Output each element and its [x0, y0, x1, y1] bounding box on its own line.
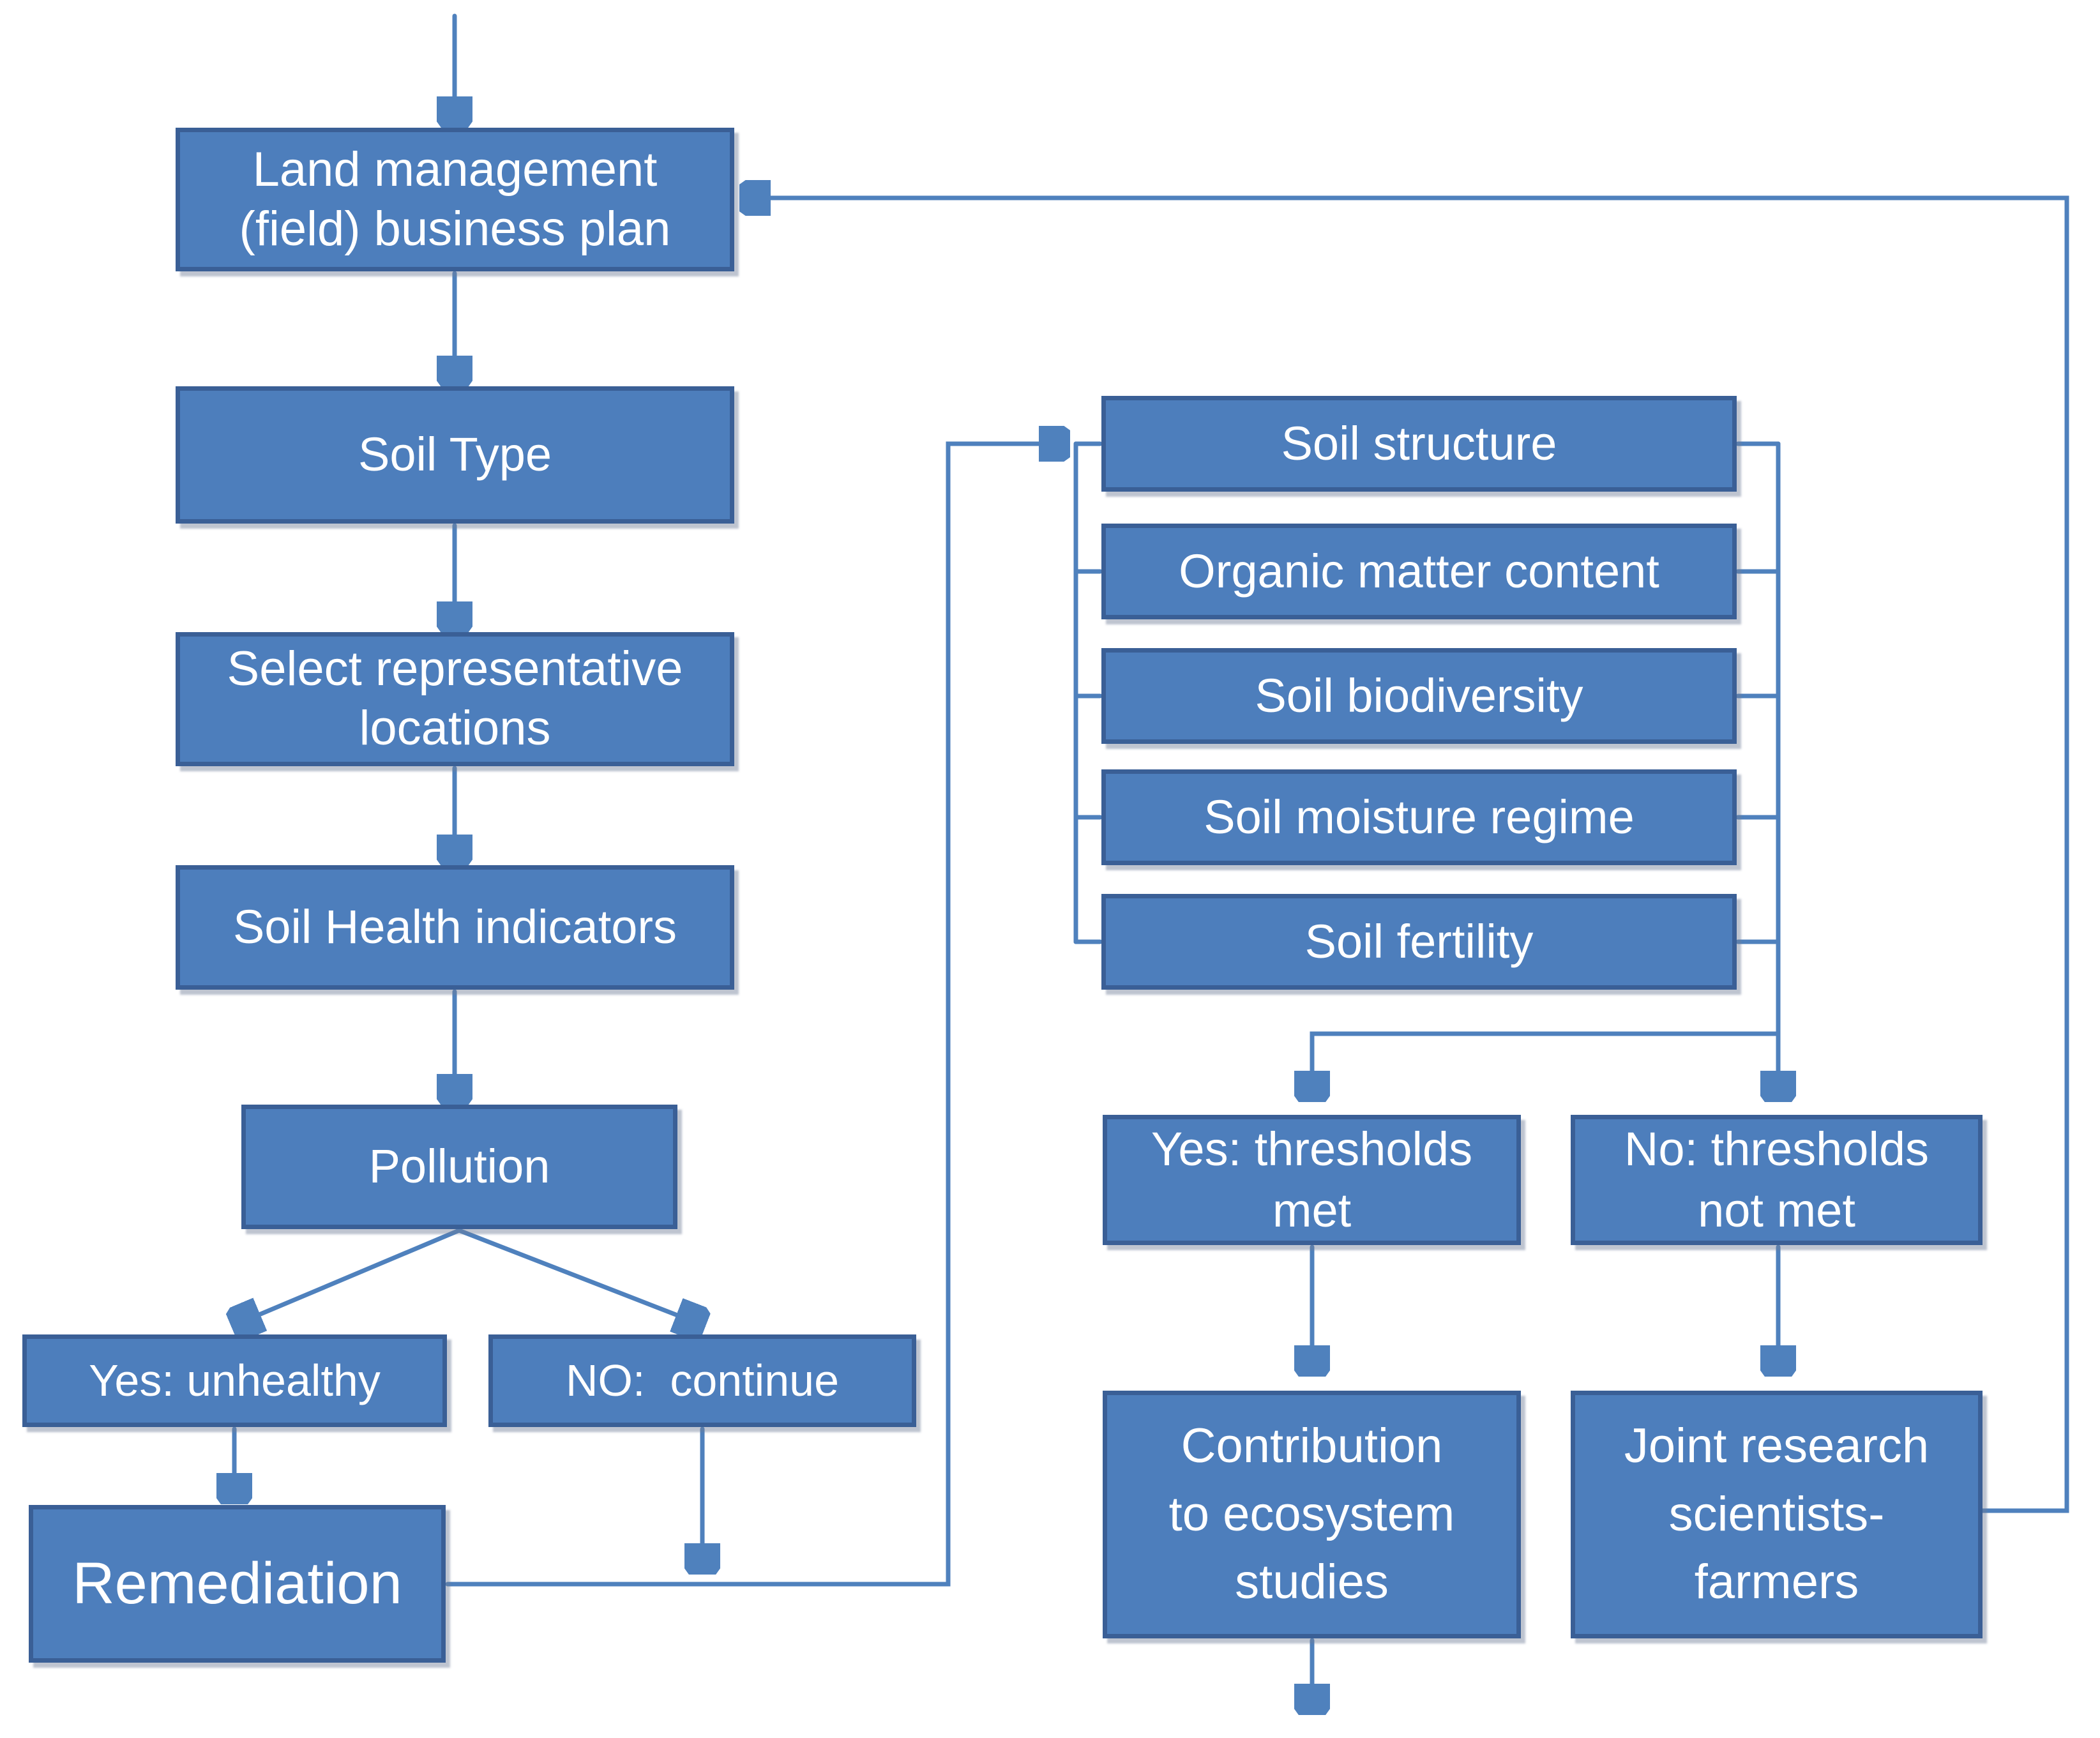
arrow-pollution-to-yes-unhealthy	[239, 1228, 462, 1323]
node-yes-unhealthy: Yes: unhealthy	[22, 1334, 447, 1427]
node-no-continue: NO: continue	[488, 1334, 916, 1427]
arrow-branch-to-yes-thresholds	[1312, 1031, 1781, 1093]
node-soil-structure: Soil structure	[1101, 396, 1737, 492]
node-land-management: Land management (field) business plan	[176, 128, 734, 271]
node-joint-research: Joint research scientists- farmers	[1571, 1391, 1983, 1638]
arrow-pollution-to-no-continue	[457, 1228, 697, 1323]
connector-remediation-to-indicator-group	[445, 444, 1061, 1587]
node-soil-type: Soil Type	[176, 386, 734, 524]
node-organic-matter: Organic matter content	[1101, 524, 1737, 619]
connector-feedback-joint-to-land-management	[748, 198, 2069, 1513]
node-remediation: Remediation	[29, 1505, 446, 1663]
node-yes-thresholds-met: Yes: thresholds met	[1103, 1115, 1521, 1245]
node-soil-moisture: Soil moisture regime	[1101, 769, 1737, 865]
node-soil-fertility: Soil fertility	[1101, 894, 1737, 990]
node-contribution-ecosystem: Contribution to ecosystem studies	[1103, 1391, 1521, 1638]
node-soil-biodiversity: Soil biodiversity	[1101, 648, 1737, 744]
node-no-thresholds-not-met: No: thresholds not met	[1571, 1115, 1983, 1245]
node-pollution: Pollution	[241, 1105, 677, 1229]
node-soil-health-indicators: Soil Health indicators	[176, 865, 734, 990]
node-select-locations: Select representative locations	[176, 632, 734, 766]
